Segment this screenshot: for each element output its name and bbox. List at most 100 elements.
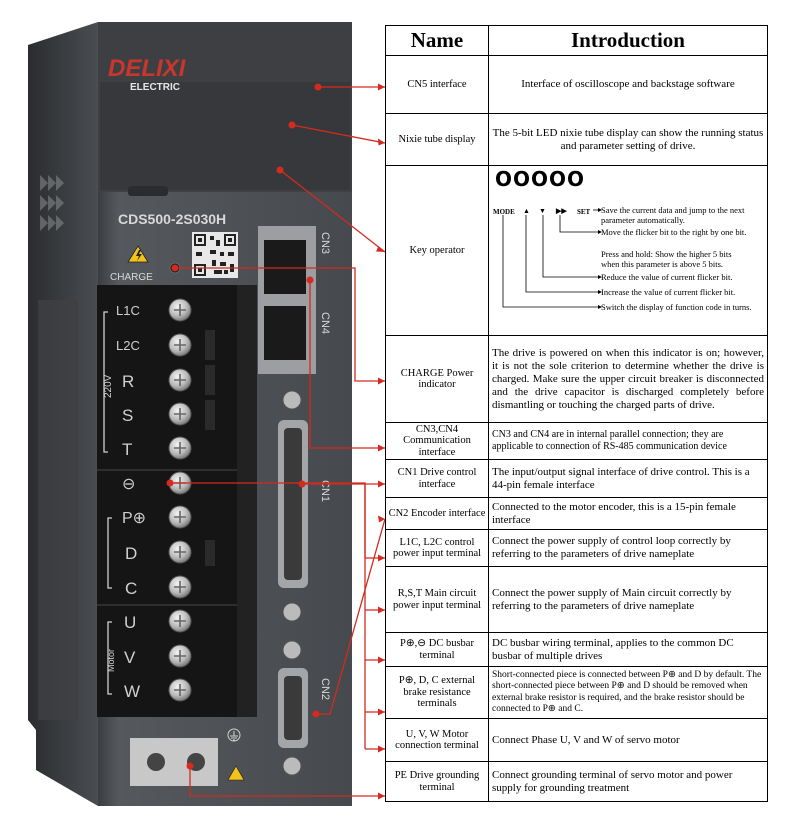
vent-chevrons <box>40 175 64 231</box>
terminal-brackets <box>103 311 112 695</box>
key-leader-lines <box>502 207 602 309</box>
side-label-strip <box>38 300 78 720</box>
key-shift: ▶▶ <box>556 206 567 215</box>
row-intro-charge: The drive is powered on when this indica… <box>488 335 768 423</box>
row-name-key-operator: Key operator <box>385 165 489 336</box>
terminal-label-s: S <box>122 406 133 425</box>
row-name-brake: P⊕, D, C external brake resistance termi… <box>385 666 489 719</box>
cn4-port <box>264 306 306 360</box>
table-row: CN5 interface Interface of oscilloscope … <box>385 55 768 114</box>
table-row: P⊕,⊖ DC busbar terminal DC busbar wiring… <box>385 632 768 667</box>
cn4-label: CN4 <box>319 312 331 334</box>
key-shift-hold-desc: Press and hold: Show the higher 5 bits w… <box>601 248 732 269</box>
terminal-label-v: V <box>124 648 136 667</box>
terminal-label-l2c: L2C <box>116 338 140 353</box>
model-number: CDS500-2S030H <box>118 211 226 227</box>
key-mode-desc: Switch the display of function code in t… <box>601 301 752 312</box>
cn3-label: CN3 <box>319 232 331 254</box>
row-intro-dc-busbar: DC busbar wiring terminal, applies to th… <box>488 632 768 667</box>
terminal-block-right <box>237 285 257 717</box>
row-intro-uvw: Connect Phase U, V and W of servo motor <box>488 718 768 762</box>
key-set: SET <box>577 207 591 216</box>
key-down-desc: Reduce the value of current flicker bit. <box>601 271 733 282</box>
row-name-pe: PE Drive grounding terminal <box>385 761 489 802</box>
row-intro-key-operator: OOOOO MODE ▲ ▼ ▶▶ SET <box>488 165 768 336</box>
terminal-label-p: P⊕ <box>122 510 146 527</box>
brand-sub: ELECTRIC <box>130 82 180 93</box>
table-row: Key operator OOOOO MODE ▲ ▼ ▶▶ SET <box>385 165 768 336</box>
row-name-l1c-l2c: L1C, L2C control power input terminal <box>385 529 489 567</box>
nixie-digits: OOOOO <box>495 166 586 191</box>
table-header-row: Name Introduction <box>385 25 768 56</box>
header-introduction: Introduction <box>488 25 768 56</box>
terminal-label-w: W <box>124 682 140 701</box>
cn2-screw-top <box>282 640 302 660</box>
key-down: ▼ <box>539 206 546 215</box>
cn2-label: CN2 <box>319 678 331 700</box>
row-name-uvw: U, V, W Motor connection terminal <box>385 718 489 762</box>
pe-warning-icon <box>227 765 245 781</box>
cn1-label: CN1 <box>319 480 331 502</box>
row-name-cn2: CN2 Encoder interface <box>385 497 489 530</box>
terminal-label-d: D <box>125 544 137 563</box>
display-window <box>100 82 350 190</box>
terminal-tabs <box>205 330 215 566</box>
row-name-cn5: CN5 interface <box>385 55 489 114</box>
cn1-screw-bottom <box>282 602 302 622</box>
voltage-label: 220V <box>103 374 114 398</box>
table-row: L1C, L2C control power input terminal Co… <box>385 529 768 567</box>
row-name-cn3-cn4: CN3,CN4 Communication interface <box>385 422 489 460</box>
brand-logo: DELIXI <box>108 55 187 82</box>
table-row: R,S,T Main circuit power input terminal … <box>385 566 768 633</box>
key-shift-desc: Move the flicker bit to the right by one… <box>601 226 747 237</box>
qr-code-icon <box>192 232 238 278</box>
row-name-cn1: CN1 Drive control interface <box>385 459 489 498</box>
table-row: CN1 Drive control interface The input/ou… <box>385 459 768 498</box>
table-row: CN3,CN4 Communication interface CN3 and … <box>385 422 768 460</box>
row-intro-cn3-cn4: CN3 and CN4 are in internal parallel con… <box>488 422 768 460</box>
panel-notch <box>128 186 168 196</box>
callout-dots <box>166 83 322 770</box>
table-row: PE Drive grounding terminal Connect grou… <box>385 761 768 802</box>
row-intro-cn2: Connected to the motor encoder, this is … <box>488 497 768 530</box>
row-intro-rst: Connect the power supply of Main circuit… <box>488 566 768 633</box>
terminal-label-r: R <box>122 372 134 391</box>
component-table: Name Introduction CN5 interface Interfac… <box>385 25 768 802</box>
table-row: CN2 Encoder interface Connected to the m… <box>385 497 768 530</box>
warning-triangle-icon <box>127 245 149 263</box>
key-mode: MODE <box>493 207 515 216</box>
callout-arrows <box>376 83 385 800</box>
terminal-label-c: C <box>125 579 137 598</box>
terminal-label-u: U <box>124 613 136 632</box>
row-name-charge: CHARGE Power indicator <box>385 335 489 423</box>
ground-symbol-icon <box>227 728 241 742</box>
terminal-label-minus: ⊖ <box>122 476 135 493</box>
row-intro-brake: Short-connected piece is connected betwe… <box>488 666 768 719</box>
row-name-nixie: Nixie tube display <box>385 113 489 166</box>
cn2-screw-bottom <box>282 756 302 776</box>
terminal-label-t: T <box>122 440 132 459</box>
callout-lines <box>170 86 386 797</box>
motor-label: Motor <box>106 649 116 672</box>
row-name-rst: R,S,T Main circuit power input terminal <box>385 566 489 633</box>
key-set-desc: Save the current data and jump to the ne… <box>601 204 745 225</box>
row-intro-nixie: The 5-bit LED nixie tube display can sho… <box>488 113 768 166</box>
row-intro-cn5: Interface of oscilloscope and backstage … <box>488 55 768 114</box>
table-row: CHARGE Power indicator The drive is powe… <box>385 335 768 423</box>
key-up-desc: Increase the value of current flicker bi… <box>601 286 736 297</box>
row-intro-l1c-l2c: Connect the power supply of control loop… <box>488 529 768 567</box>
row-name-dc-busbar: P⊕,⊖ DC busbar terminal <box>385 632 489 667</box>
row-intro-cn1: The input/output signal interface of dri… <box>488 459 768 498</box>
table-row: U, V, W Motor connection terminal Connec… <box>385 718 768 762</box>
header-name: Name <box>385 25 489 56</box>
row-intro-pe: Connect grounding terminal of servo moto… <box>488 761 768 802</box>
charge-label: CHARGE <box>110 272 153 283</box>
table-row: P⊕, D, C external brake resistance termi… <box>385 666 768 719</box>
key-operator-diagram: OOOOO MODE ▲ ▼ ▶▶ SET <box>490 166 767 331</box>
pe-screw-left <box>147 753 165 771</box>
terminal-label-l1c: L1C <box>116 303 140 318</box>
key-up: ▲ <box>523 206 530 215</box>
table-row: Nixie tube display The 5-bit LED nixie t… <box>385 113 768 166</box>
cn3-port <box>264 240 306 294</box>
